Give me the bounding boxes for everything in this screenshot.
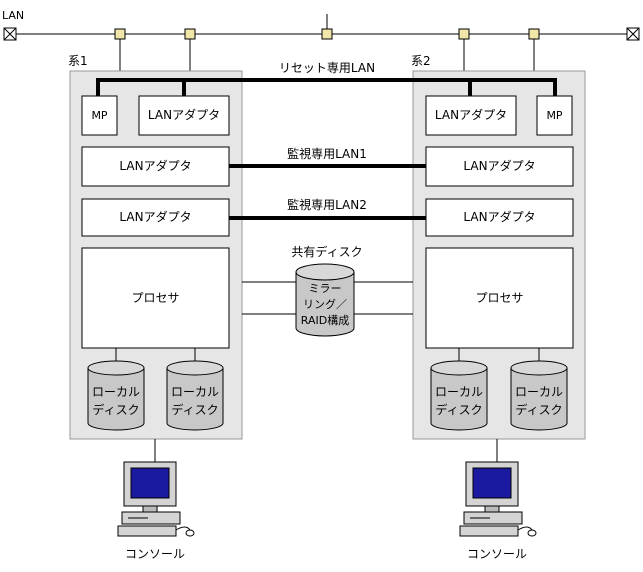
lan-backbone: LAN [2, 9, 640, 72]
reset-lan-link: リセット専用LAN [96, 61, 557, 96]
lan-terminator-right [626, 27, 640, 41]
system2-local-disk: ローカル ディスク [510, 348, 568, 431]
system1-disk2-line1: ローカル [171, 385, 219, 399]
system1-lan-adapter-mon1 [81, 146, 230, 187]
system2-mp [536, 95, 573, 136]
lan-label: LAN [2, 9, 24, 22]
system1-mp-label: MP [91, 109, 107, 122]
system2-disk1-line1: ローカル [435, 385, 483, 399]
system1-disk2-line2: ディスク [171, 402, 218, 417]
system1-local-disk: ローカル ディスク [87, 348, 145, 431]
system2-lan-adapter-mon2 [425, 198, 574, 237]
system1-disk1-line1: ローカル [92, 385, 140, 399]
shared-disk: 共有ディスク ミラー リング／ RAID構成 [291, 244, 363, 337]
system1-lan-adapter-mon1-label: LANアダプタ [119, 158, 191, 173]
system2-disk2-line2: ディスク [515, 402, 562, 417]
system1-lan-adapter-top-label: LANアダプタ [148, 107, 220, 122]
system1-local-disk: ローカル ディスク [166, 348, 224, 431]
system2-local-disk: ローカル ディスク [430, 348, 488, 431]
shared-disk-links [242, 281, 413, 315]
lan-tap [114, 28, 126, 40]
monitor-lan2-label: 監視専用LAN2 [287, 197, 367, 212]
system2-processor [425, 247, 574, 349]
lan-tap [528, 28, 540, 40]
shared-disk-line2: リング／ [303, 297, 347, 311]
system2-console-label: コンソール [467, 547, 527, 561]
lan-tap [321, 28, 333, 40]
system2-lan-adapter-mon1-label: LANアダプタ [463, 158, 535, 173]
system1-processor-label: プロセサ [131, 291, 179, 305]
shared-disk-line1: ミラー [309, 282, 342, 295]
system2-mp-label: MP [546, 109, 562, 122]
lan-tap [184, 28, 196, 40]
lan-terminator-left [3, 27, 17, 41]
reset-lan-label: リセット専用LAN [279, 61, 375, 75]
system1-console-label: コンソール [125, 547, 185, 561]
shared-disk-line3: RAID構成 [301, 314, 349, 327]
system1-console-computer-icon: コンソール [117, 461, 195, 561]
monitor-lan1-label: 監視専用LAN1 [287, 146, 367, 161]
system2-lan-adapter-top [425, 95, 517, 136]
system1-title: 系1 [68, 54, 88, 68]
system1-disk1-line2: ディスク [92, 402, 139, 417]
system2-console-computer-icon: コンソール [459, 461, 537, 561]
system2-lan-adapter-mon2-label: LANアダプタ [463, 209, 535, 224]
monitor-lan1-link: 監視専用LAN1 [229, 146, 426, 168]
system1-lan-adapter-mon2-label: LANアダプタ [119, 209, 191, 224]
system2-title: 系2 [411, 54, 431, 68]
system1-lan-adapter-top [138, 95, 230, 136]
system2-lan-adapter-mon1 [425, 146, 574, 187]
system2-lan-adapter-top-label: LANアダプタ [435, 107, 507, 122]
shared-disk-title: 共有ディスク [291, 244, 362, 259]
lan-tap [458, 28, 470, 40]
system1-mp [81, 95, 118, 136]
system2-disk2-line1: ローカル [515, 385, 563, 399]
system1-lan-adapter-mon2 [81, 198, 230, 237]
system1-processor [81, 247, 230, 349]
monitor-lan2-link: 監視専用LAN2 [229, 197, 426, 220]
system2-processor-label: プロセサ [475, 291, 523, 305]
system2-disk1-line2: ディスク [435, 402, 482, 417]
